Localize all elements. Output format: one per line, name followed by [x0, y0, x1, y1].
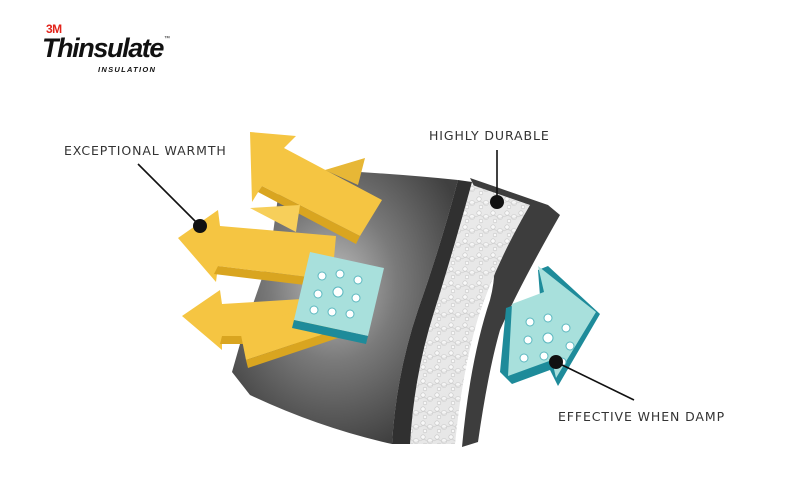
logo-subtitle: INSULATION: [98, 65, 157, 74]
brand-logo: 3M Thinsulate ™ INSULATION: [40, 20, 190, 80]
logo-brand-name: Thinsulate: [42, 33, 164, 63]
callout-leader-durable: [490, 150, 504, 209]
logo-trademark: ™: [164, 36, 170, 42]
callout-leader-damp: [549, 355, 635, 401]
callout-durable: HIGHLY DURABLE: [429, 128, 550, 143]
callout-leader-warmth: [137, 163, 207, 233]
yellow-heat-arrows-icon: [178, 132, 382, 368]
callout-damp: EFFECTIVE WHEN DAMP: [558, 409, 726, 424]
moisture-droplet-tile-icon: [292, 252, 384, 344]
logo-maker-mark: 3M: [46, 22, 62, 36]
outer-shell-layer: [462, 178, 560, 447]
callout-warmth: EXCEPTIONAL WARMTH: [64, 143, 227, 158]
